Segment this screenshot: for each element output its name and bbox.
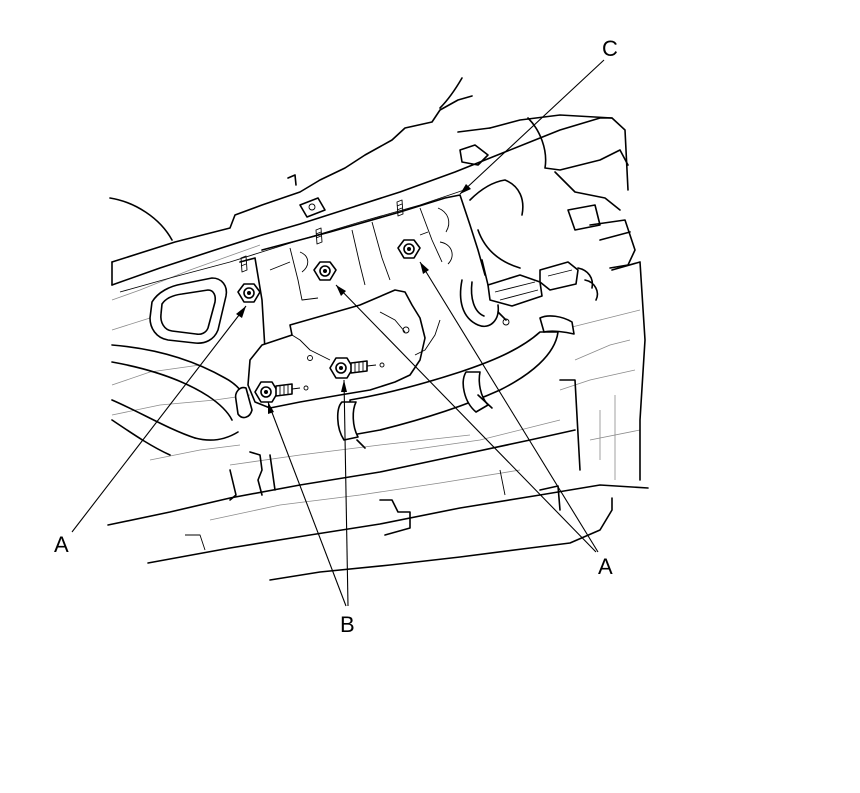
- leader-lines: [71, 59, 605, 607]
- callout-c: C: [602, 36, 618, 61]
- nut-a-right: [396, 199, 421, 259]
- bolt-b-left: [254, 381, 309, 403]
- right-hose: [469, 117, 646, 481]
- background-structure: [111, 244, 641, 521]
- cover-plate: [247, 289, 441, 409]
- callout-a-left: A: [54, 532, 69, 557]
- bolt-b-right: [329, 357, 385, 379]
- connectors: [459, 259, 599, 327]
- nut-a-left: [237, 255, 261, 303]
- valve-body: [239, 194, 486, 351]
- main-hose: [336, 315, 575, 449]
- callout-a-right: A: [598, 554, 613, 579]
- lower-frame: [107, 379, 649, 581]
- left-bracket: [149, 277, 228, 344]
- callout-b: B: [340, 612, 355, 637]
- left-hose: [111, 344, 253, 456]
- nut-a-middle: [313, 227, 337, 281]
